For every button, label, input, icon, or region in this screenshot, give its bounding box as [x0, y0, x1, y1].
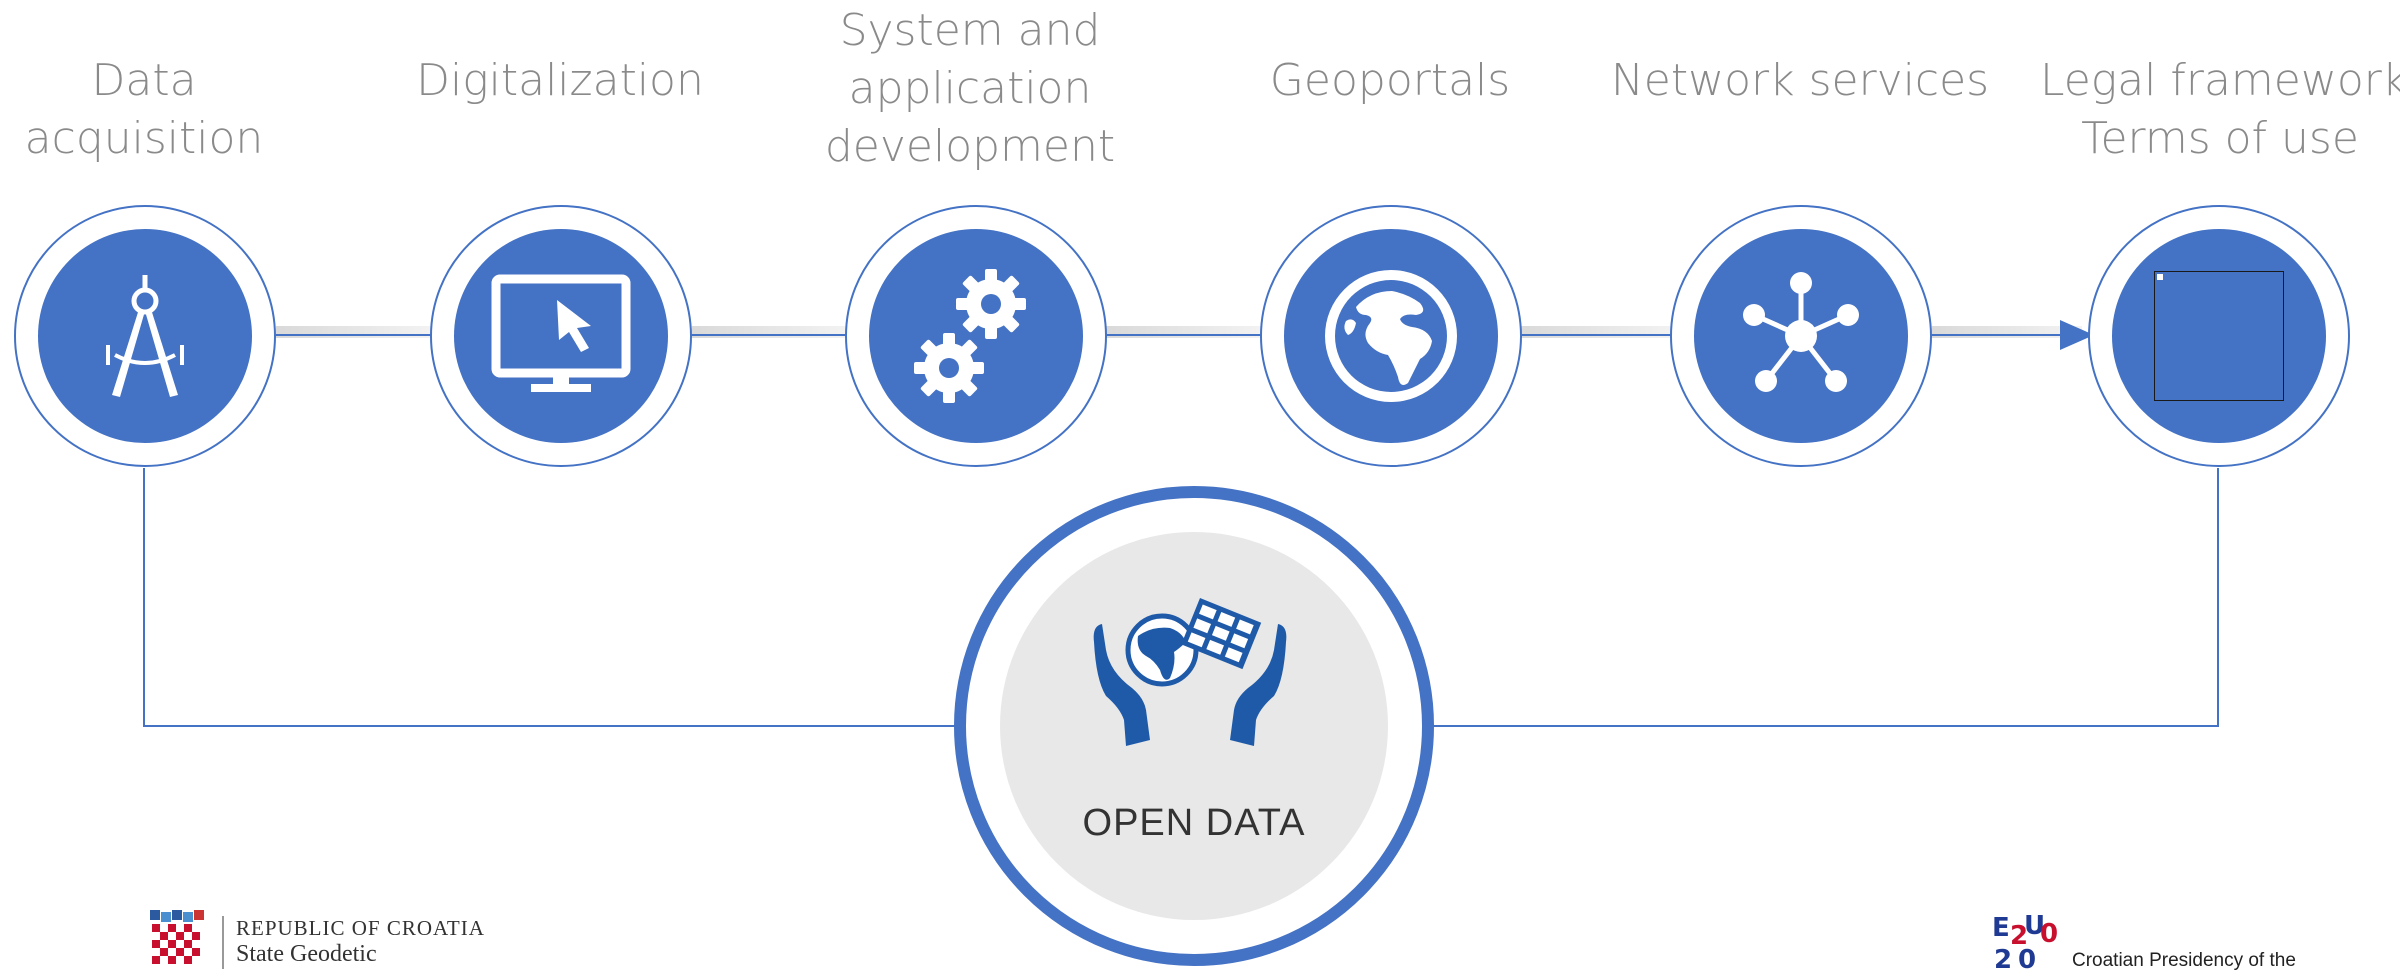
- compass-icon: [106, 275, 184, 397]
- step-legal-framework: [2088, 205, 2350, 467]
- step-disc: [38, 229, 252, 443]
- svg-text:0: 0: [2018, 945, 2036, 969]
- step-disc: [869, 229, 1083, 443]
- gears-icon: [914, 269, 1026, 403]
- step-data-acquisition: [14, 205, 276, 467]
- footer-divider: [222, 916, 224, 969]
- svg-text:2: 2: [2010, 921, 2028, 951]
- globe-icon: [1325, 270, 1457, 402]
- footer-right-text: Croatian Presidency of the: [2072, 950, 2296, 971]
- step-digitalization: [430, 205, 692, 467]
- network-icon: [1743, 272, 1859, 392]
- step-network-services: [1670, 205, 1932, 467]
- footer-left-line1: REPUBLIC OF CROATIA: [236, 916, 485, 940]
- croatia-coat-of-arms: [148, 910, 204, 969]
- svg-text:2: 2: [1994, 945, 2012, 969]
- hands-globe-data-icon: [1093, 598, 1287, 746]
- open-data-label: OPEN DATA: [1082, 802, 1306, 844]
- step-disc: [2112, 229, 2326, 443]
- eu2020-logo: E 2 U 0 2 0: [1992, 912, 2058, 969]
- step-disc: [1694, 229, 1908, 443]
- step-disc: [1284, 229, 1498, 443]
- svg-text:0: 0: [2040, 919, 2058, 949]
- open-data-ring: OPEN DATA: [954, 486, 1434, 966]
- footer-left-line2: State Geodetic: [236, 941, 377, 967]
- step-geoportals: [1260, 205, 1522, 467]
- step-disc: [454, 229, 668, 443]
- image-placeholder-icon: [2154, 271, 2284, 401]
- step-label-digitalization: Digitalization: [416, 55, 704, 106]
- open-data-disc: OPEN DATA: [1000, 532, 1388, 920]
- step-label-geoportals: Geoportals: [1269, 55, 1511, 106]
- step-system-development: [845, 205, 1107, 467]
- step-label-network-services: Network services: [1610, 55, 1990, 106]
- svg-text:U: U: [2024, 912, 2045, 941]
- monitor-cursor-icon: [491, 274, 631, 392]
- svg-text:E: E: [1992, 913, 2010, 943]
